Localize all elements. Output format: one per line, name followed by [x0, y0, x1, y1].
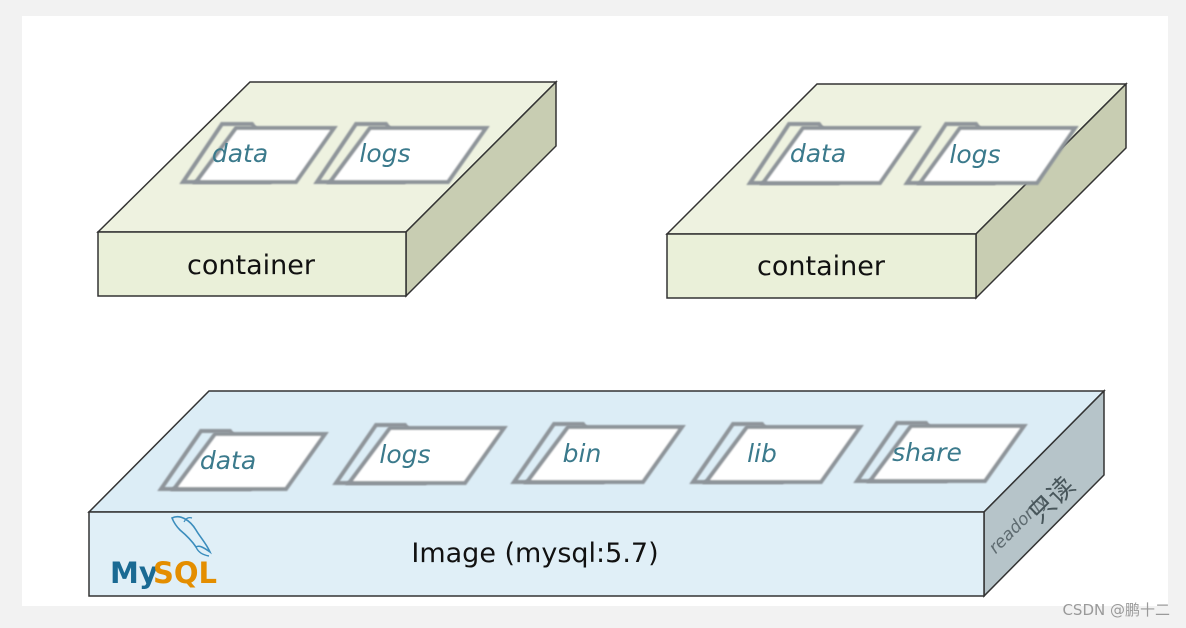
container-box-2: container data logs: [665, 82, 1128, 300]
folder-icon: logs: [313, 122, 490, 184]
folder-icon: data: [157, 429, 329, 491]
folder-label-data: data: [212, 139, 268, 168]
image-label: Image (mysql:5.7): [411, 538, 658, 569]
folder-label-lib: lib: [747, 439, 777, 468]
folder-label-logs: logs: [949, 140, 1000, 169]
folder-label-share: share: [892, 438, 962, 467]
folder-label-logs: logs: [359, 139, 410, 168]
folder-label-data: data: [200, 446, 256, 475]
folder-icon: logs: [332, 423, 508, 485]
watermark: CSDN @鹏十二: [1062, 601, 1170, 619]
logo-text-my: My: [110, 556, 158, 590]
folder-icon: bin: [510, 422, 686, 484]
logo-text-sql: SQL: [153, 556, 217, 590]
container-label: container: [187, 250, 316, 281]
folder-label-data: data: [790, 139, 846, 168]
folder-icon: share: [853, 421, 1028, 483]
container-label: container: [757, 251, 886, 282]
folder-icon: lib: [689, 422, 864, 484]
folder-icon: data: [179, 122, 338, 184]
folder-label-logs: logs: [379, 440, 430, 469]
folder-label-bin: bin: [563, 439, 602, 468]
folder-icon: logs: [903, 122, 1079, 185]
mysql-logo: My SQL: [110, 515, 217, 590]
container-box-1: container data logs: [96, 80, 558, 298]
dolphin-icon: [170, 515, 212, 557]
image-box: Image (mysql:5.7) readonly 只读 data logs …: [87, 389, 1106, 598]
folder-icon: data: [746, 122, 922, 185]
